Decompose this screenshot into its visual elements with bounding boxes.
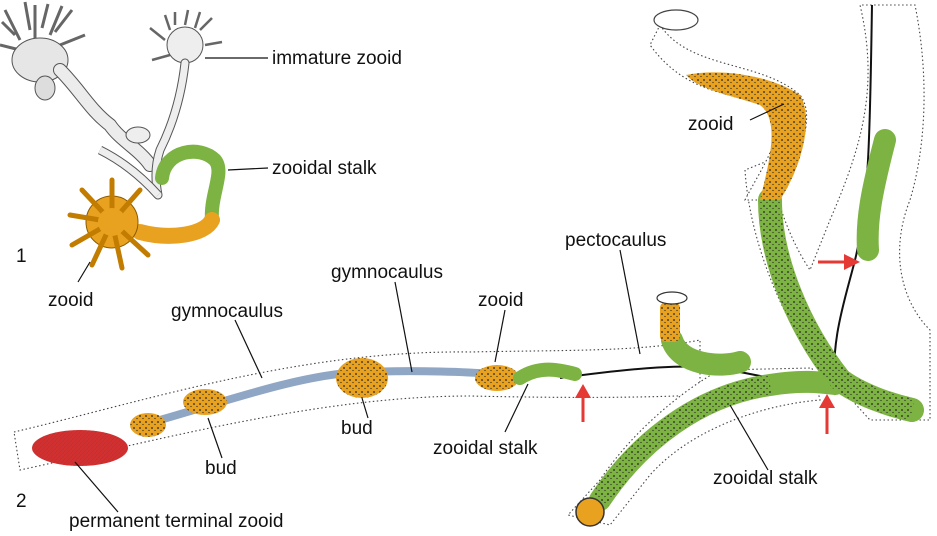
label-gymnocaulus-mid: gymnocaulus [331, 262, 443, 283]
zooidal-stalk-panel1 [162, 152, 218, 220]
orange-zooids-panel2 [576, 72, 806, 526]
leader-pectocaulus [620, 250, 640, 354]
label-zooidal-stalk-right: zooidal stalk [713, 468, 818, 489]
panel-number-1: 1 [16, 246, 27, 267]
label-immature-zooid: immature zooid [272, 48, 402, 69]
label-permanent-terminal-zooid: permanent terminal zooid [69, 511, 283, 532]
leader-zooidal-stalk-p1 [228, 168, 268, 170]
arrow-up-right [819, 394, 835, 434]
permanent-terminal-zooid [32, 430, 128, 466]
label-zooidal-stalk-p1: zooidal stalk [272, 158, 377, 179]
label-bud-mid: bud [341, 418, 373, 439]
orange-zooid-panel1 [70, 180, 212, 268]
panel-number-2: 2 [16, 491, 27, 512]
label-zooidal-stalk-mid: zooidal stalk [433, 438, 538, 459]
leader-zooid-p1 [78, 262, 90, 282]
label-gymnocaulus-left: gymnocaulus [171, 301, 283, 322]
leader-gymnocaulus-left [235, 320, 262, 378]
label-zooid-mid: zooid [478, 290, 523, 311]
label-pectocaulus: pectocaulus [565, 230, 666, 251]
grey-zooid-left [0, 2, 150, 165]
label-zooid-top-right: zooid [688, 114, 733, 135]
label-bud-left: bud [205, 458, 237, 479]
leader-terminal-zooid [75, 462, 118, 512]
panel-1-drawing [0, 2, 222, 268]
label-zooid-p1: zooid [48, 290, 93, 311]
tube-opening-top [654, 10, 698, 30]
